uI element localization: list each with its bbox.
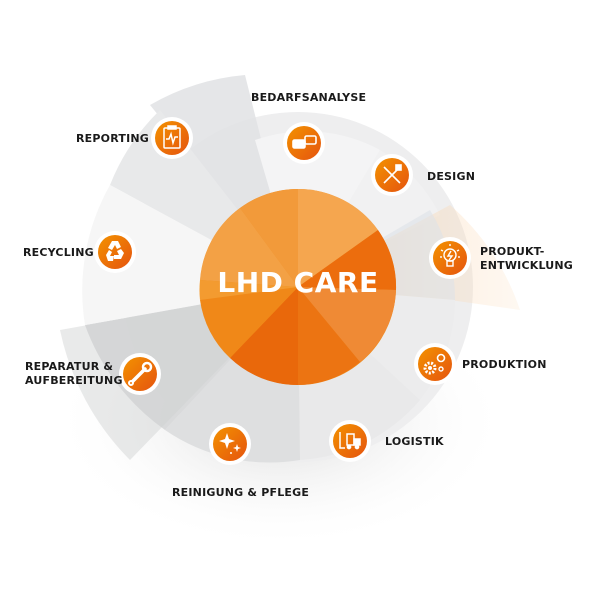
label-produktentwicklung-line2: ENTWICKLUNG bbox=[480, 259, 574, 272]
recycle-icon bbox=[106, 241, 124, 261]
ruler-pencil-icon bbox=[383, 164, 402, 184]
label-produktentwicklung-line1: PRODUKT- bbox=[480, 245, 545, 258]
label-reparatur-line2: AUFBEREITUNG bbox=[25, 374, 123, 387]
clipboard-chart-icon bbox=[163, 125, 181, 149]
label-design: DESIGN bbox=[427, 170, 476, 183]
node-reparatur[interactable] bbox=[119, 353, 161, 395]
lightbulb-icon bbox=[440, 244, 460, 267]
label-bedarfsanalyse: BEDARFSANALYSE bbox=[251, 91, 367, 104]
center-circle bbox=[199, 188, 397, 386]
node-logistik[interactable] bbox=[329, 420, 371, 462]
label-logistik: LOGISTIK bbox=[385, 435, 444, 448]
center-title: LHD CARE bbox=[217, 266, 379, 299]
label-produktion: PRODUKTION bbox=[462, 358, 547, 371]
label-reparatur: REPARATUR & AUFBEREITUNG bbox=[25, 360, 123, 388]
node-produktentwicklung[interactable] bbox=[429, 237, 471, 279]
node-reporting[interactable] bbox=[151, 117, 193, 159]
label-reinigung: REINIGUNG & PFLEGE bbox=[172, 486, 310, 499]
node-produktion[interactable] bbox=[414, 343, 456, 385]
label-recycling: RECYCLING bbox=[23, 246, 94, 259]
label-reparatur-line1: REPARATUR & bbox=[25, 360, 114, 373]
label-reporting: REPORTING bbox=[76, 132, 150, 145]
node-bedarfsanalyse[interactable] bbox=[283, 122, 325, 164]
wrench-icon bbox=[128, 361, 153, 386]
node-recycling[interactable] bbox=[94, 231, 136, 273]
sparkles-icon bbox=[219, 433, 241, 454]
forklift-icon bbox=[339, 432, 361, 450]
label-produktentwicklung: PRODUKT- ENTWICKLUNG bbox=[480, 245, 573, 273]
node-design[interactable] bbox=[371, 154, 413, 196]
gears-icon bbox=[423, 353, 446, 375]
speech-bubbles-icon bbox=[292, 135, 317, 149]
node-reinigung[interactable] bbox=[209, 423, 251, 465]
